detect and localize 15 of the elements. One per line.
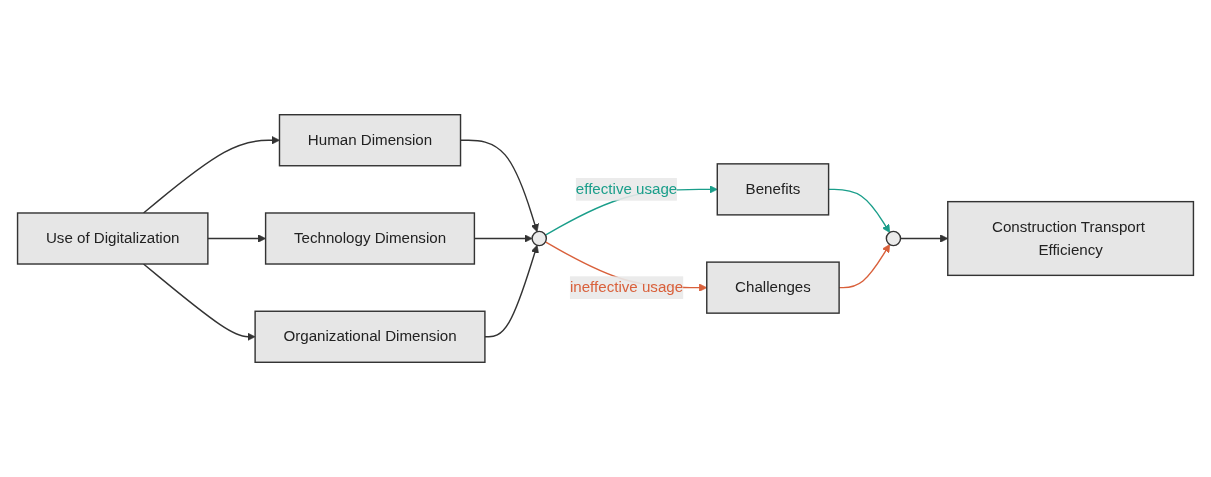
arrow	[207, 234, 266, 243]
node-box: Construction Transport Efficiency	[947, 200, 1195, 277]
arrow	[142, 263, 256, 341]
arrow	[484, 244, 539, 338]
node-circle	[885, 230, 902, 247]
arrow	[142, 136, 280, 214]
node-box: Technology Dimension	[264, 212, 476, 265]
node-box: Human Dimension	[278, 114, 462, 167]
node-box: Challenges	[706, 261, 840, 314]
edge-label: effective usage	[575, 180, 678, 197]
edge-label: ineffective usage	[569, 279, 684, 296]
node-box: Organizational Dimension	[254, 310, 486, 363]
node-box: Use of Digitalization	[16, 212, 209, 265]
node-box: Benefits	[716, 163, 830, 216]
node-circle	[531, 230, 548, 247]
